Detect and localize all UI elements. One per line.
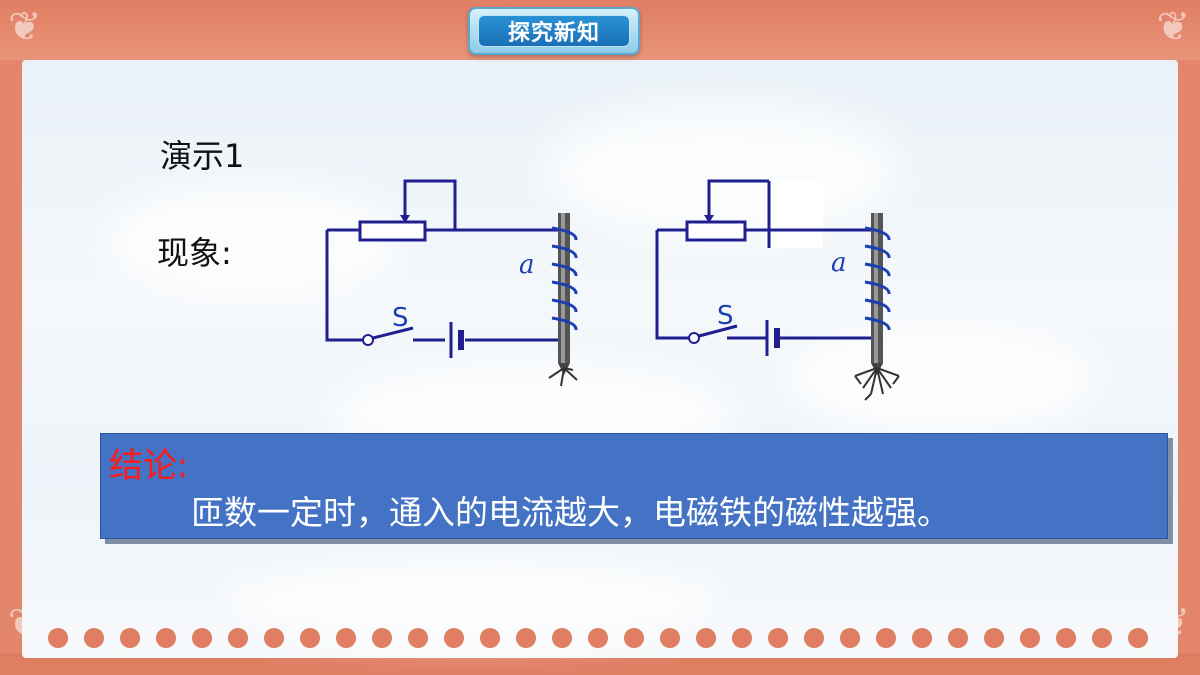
coil	[551, 226, 578, 331]
circuit-diagram-1: a S	[325, 179, 578, 387]
decorative-dot	[1020, 628, 1040, 648]
conclusion-text: 匝数一定时，通入的电流越大，电磁铁的磁性越强。	[191, 493, 950, 532]
switch-terminal	[362, 334, 374, 346]
decorative-dot	[120, 628, 140, 648]
corner-ornament-icon: ❦	[1156, 4, 1190, 50]
decorative-dot	[840, 628, 860, 648]
decorative-dots	[48, 626, 1158, 652]
section-title-badge: 探究新知	[468, 7, 640, 55]
decorative-dot	[336, 628, 356, 648]
decorative-dot	[408, 628, 428, 648]
core-label: a	[519, 250, 535, 280]
section-title: 探究新知	[478, 15, 630, 47]
switch-label: S	[392, 303, 409, 333]
coil	[864, 226, 891, 331]
circuit-wire	[325, 179, 558, 342]
demo-label: 演示1	[160, 137, 245, 175]
decorative-dot	[624, 628, 644, 648]
rheostat	[358, 220, 427, 242]
decorative-dot	[480, 628, 500, 648]
decorative-dot	[156, 628, 176, 648]
rheostat	[685, 220, 747, 242]
conclusion-title: 结论:	[109, 446, 189, 486]
conclusion-box: 结论: 匝数一定时，通入的电流越大，电磁铁的磁性越强。	[100, 433, 1168, 539]
decorative-dot	[444, 628, 464, 648]
switch-label: S	[717, 301, 734, 331]
decorative-dot	[84, 628, 104, 648]
circuit-wire	[655, 179, 871, 340]
slider-arrow-icon	[704, 215, 714, 223]
core-label: a	[831, 248, 847, 278]
decorative-dot	[912, 628, 932, 648]
circuit-diagram-2: a S	[655, 179, 900, 401]
decorative-dot	[588, 628, 608, 648]
decorative-dot	[768, 628, 788, 648]
decorative-dot	[1056, 628, 1076, 648]
decorative-dot	[228, 628, 248, 648]
decorative-dot	[732, 628, 752, 648]
decorative-dot	[1092, 628, 1112, 648]
phenomenon-label: 现象:	[157, 234, 232, 272]
decorative-dot	[804, 628, 824, 648]
decorative-dot	[372, 628, 392, 648]
decorative-dot	[552, 628, 572, 648]
decorative-dot	[660, 628, 680, 648]
bottom-border	[0, 653, 1200, 675]
attracted-pins	[548, 367, 578, 387]
decorative-dot	[192, 628, 212, 648]
attracted-pins	[854, 367, 900, 401]
decorative-dot	[984, 628, 1004, 648]
decorative-dot	[516, 628, 536, 648]
decorative-dot	[48, 628, 68, 648]
decorative-dot	[876, 628, 896, 648]
decorative-dot	[1128, 628, 1148, 648]
decorative-dot	[696, 628, 716, 648]
decorative-dot	[948, 628, 968, 648]
decorative-dot	[300, 628, 320, 648]
slider-arrow-icon	[400, 215, 410, 223]
content-panel	[22, 60, 1178, 658]
switch-terminal	[688, 332, 700, 344]
corner-ornament-icon: ❦	[8, 4, 42, 50]
decorative-dot	[264, 628, 284, 648]
